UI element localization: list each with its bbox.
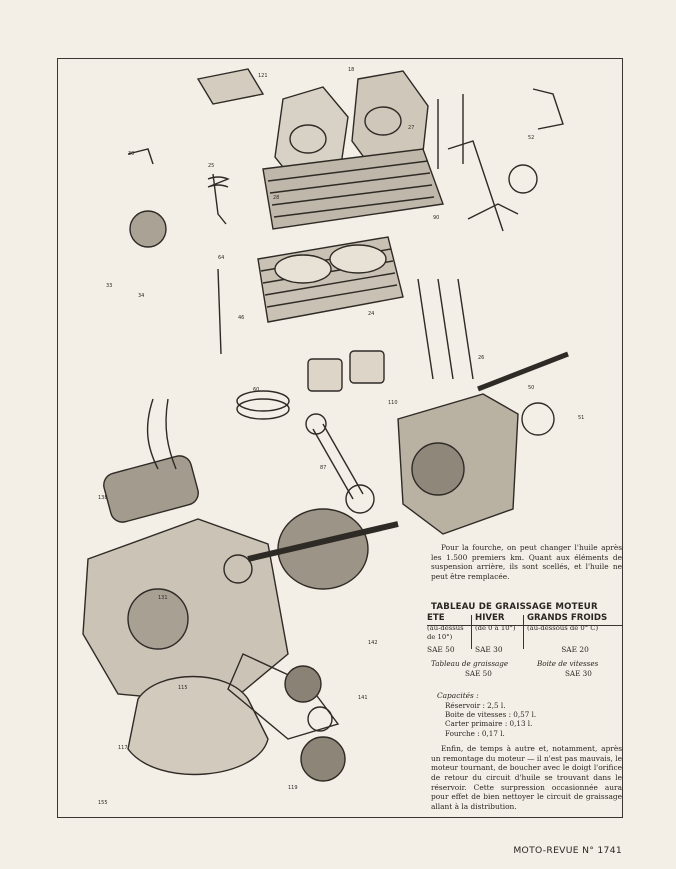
grease-col-note: (au-dessous de 0° C) [527,623,599,632]
grease-col-note: (au-dessus de 10°) [427,623,464,641]
capacite-item: Fourche [445,728,475,738]
rocker-parts-drawing [127,68,564,194]
svg-text:18: 18 [348,67,354,73]
svg-text:30: 30 [128,151,134,157]
capacite-value: : 0,57 l. [508,709,537,719]
svg-text:25: 25 [208,163,214,169]
svg-text:131: 131 [158,595,168,601]
boite-right-label: Boite de vitesses [537,658,599,668]
exploded-engine-diagram: 121 18 30 25 28 27 64 33 34 46 60 87 24 26 50 51… [82,67,584,806]
svg-text:34: 34 [138,293,144,299]
boite-left-label: Tableau de graissage [431,658,509,668]
svg-text:138: 138 [98,495,108,501]
svg-text:121: 121 [258,73,268,79]
boite-row: Tableau de graissage SAE 50 Boite de vit… [425,659,622,681]
issue-number: N° 1741 [582,845,622,856]
svg-text:26: 26 [478,355,484,361]
svg-text:117: 117 [118,745,128,751]
capacite-row: Carter primaire : 0,13 l. [445,719,622,728]
grease-col-winter: HIVER (de 0 à 10°) SAE 30 [475,613,521,654]
outro-paragraph: Enfin, de temps à autre et, notamment, a… [431,744,622,811]
svg-text:24: 24 [368,311,374,317]
svg-text:87: 87 [320,465,326,471]
grease-col-heading: HIVER [475,612,505,623]
grease-col-note: (de 0 à 10°) [475,623,516,632]
magazine-name: MOTO-REVUE [513,845,579,856]
grease-col-grade: SAE 30 [475,644,503,654]
svg-text:51: 51 [578,415,584,421]
svg-text:60: 60 [253,387,259,393]
connecting-rods-drawing [305,413,375,514]
capacites-label: Capacités : [437,690,479,700]
grease-col-heading: GRANDS FROIDS [527,612,608,623]
boite-right-value: SAE 30 [565,668,592,678]
table-rule [427,624,622,626]
capacite-item: Réservoir [445,700,481,710]
pistons-drawing [236,350,385,420]
table-divider [471,614,472,649]
grease-table: ETE (au-dessus de 10°) SAE 50 HIVER (de … [427,613,623,655]
svg-text:64: 64 [218,255,224,261]
grease-table-title: TABLEAU DE GRAISSAGE MOTEUR [431,602,598,613]
camshaft-drawing [477,351,569,436]
chain-drawing [227,653,340,740]
grease-col-grade: SAE 20 [561,644,589,654]
capacite-row: Fourche : 0,17 l. [445,729,622,738]
grease-col-summer: ETE (au-dessus de 10°) SAE 50 [427,613,471,655]
svg-text:115: 115 [178,685,188,691]
timing-cover-drawing [127,675,346,782]
page-footer: MOTO-REVUE N° 1741 [0,845,622,856]
svg-text:28: 28 [273,195,279,201]
crankcase-drawing [82,393,519,705]
svg-text:141: 141 [358,695,368,701]
boite-left-value: SAE 50 [465,668,492,678]
cylinder-barrel-drawing [257,236,404,323]
part-number-labels: 121 18 30 25 28 27 64 33 34 46 60 87 24 26 50 51… [98,67,584,806]
lubrication-text-box: Pour la fourche, on peut changer l'huile… [425,543,622,817]
svg-text:119: 119 [288,785,298,791]
svg-text:52: 52 [528,135,534,141]
svg-text:110: 110 [388,400,398,406]
capacite-row: Boite de vitesses : 0,57 l. [445,710,622,719]
svg-text:27: 27 [408,125,414,131]
capacite-item: Boite de vitesses [445,709,507,719]
svg-text:142: 142 [368,640,378,646]
svg-text:155: 155 [98,800,108,806]
table-divider [523,614,524,649]
crankshaft-drawing [223,508,399,590]
svg-text:33: 33 [106,283,112,289]
grease-col-grade: SAE 50 [427,645,455,655]
svg-text:50: 50 [528,385,534,391]
cylinder-head-drawing [262,70,444,230]
grease-col-heading: ETE [427,612,445,623]
svg-text:90: 90 [433,215,439,221]
magneto-drawing [103,398,199,523]
capacite-value: : 2,5 l. [482,700,506,710]
grease-col-cold: GRANDS FROIDS (au-dessous de 0° C) SAE 2… [527,613,623,654]
svg-text:46: 46 [238,315,244,321]
page-frame [57,58,623,818]
intro-paragraph: Pour la fourche, on peut changer l'huile… [431,543,622,581]
capacite-value: : 0,17 l. [477,728,505,738]
capacite-item: Carter primaire [445,719,503,729]
valve-gear-drawing [129,94,519,380]
capacite-row: Réservoir : 2,5 l. [445,701,622,710]
capacite-value: : 0,13 l. [504,719,533,729]
